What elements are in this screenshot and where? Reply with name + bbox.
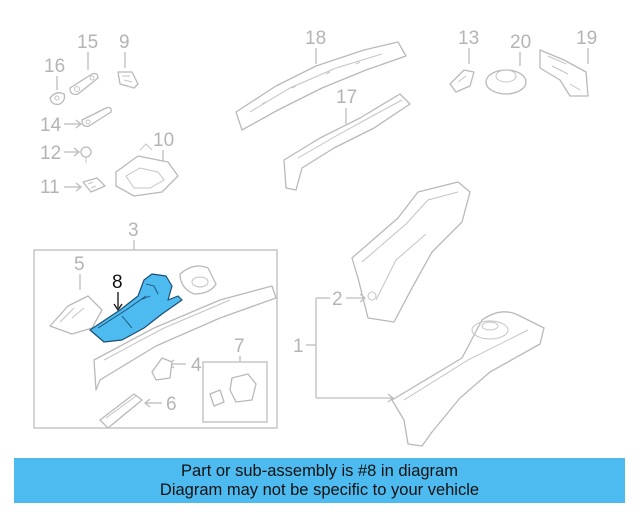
highlighted-part-8[interactable] xyxy=(89,273,183,343)
callout-17[interactable]: 17 xyxy=(336,87,357,108)
part-10: 10 xyxy=(115,130,179,197)
callout-12[interactable]: 12 xyxy=(40,143,61,164)
callout-9[interactable]: 9 xyxy=(119,32,130,53)
callout-16[interactable]: 16 xyxy=(44,56,65,77)
callout-7[interactable]: 7 xyxy=(234,336,245,357)
callout-13[interactable]: 13 xyxy=(458,28,479,49)
callout-19[interactable]: 19 xyxy=(576,28,597,49)
part-16: 16 xyxy=(44,56,66,106)
parts-diagram: 16 15 9 14 12 11 xyxy=(33,28,597,447)
part-11: 11 xyxy=(40,177,106,198)
part-1 xyxy=(391,311,545,447)
part-12: 12 xyxy=(40,143,92,164)
callout-2[interactable]: 2 xyxy=(332,289,343,310)
part-17: 17 xyxy=(283,87,411,191)
part-2 xyxy=(351,181,471,323)
part-9: 9 xyxy=(117,32,139,89)
callout-20[interactable]: 20 xyxy=(510,32,531,53)
banner-line-2: Diagram may not be specific to your vehi… xyxy=(159,480,480,499)
callout-8[interactable]: 8 xyxy=(112,272,123,293)
part-19: 19 xyxy=(539,28,597,97)
part-13: 13 xyxy=(449,28,479,93)
callout-6[interactable]: 6 xyxy=(166,394,177,415)
banner-line-1: Part or sub-assembly is #8 in diagram xyxy=(181,461,458,480)
callout-18[interactable]: 18 xyxy=(305,28,326,49)
callout-14[interactable]: 14 xyxy=(40,115,62,136)
callout-leaders-1-2: 1 2 xyxy=(293,289,395,403)
callout-10[interactable]: 10 xyxy=(153,130,174,151)
part-18: 18 xyxy=(235,28,407,131)
part-14: 14 xyxy=(40,106,112,136)
part-15: 15 xyxy=(69,32,99,96)
part-20: 20 xyxy=(485,32,531,95)
callout-3[interactable]: 3 xyxy=(128,220,139,241)
callout-4[interactable]: 4 xyxy=(191,355,202,376)
callout-15[interactable]: 15 xyxy=(77,32,98,53)
callout-5[interactable]: 5 xyxy=(74,254,85,275)
callout-1[interactable]: 1 xyxy=(293,336,304,357)
assembly-3: 3 5 4 6 7 8 xyxy=(33,220,278,429)
callout-11[interactable]: 11 xyxy=(40,177,60,198)
info-banner: Part or sub-assembly is #8 in diagram Di… xyxy=(14,458,625,503)
